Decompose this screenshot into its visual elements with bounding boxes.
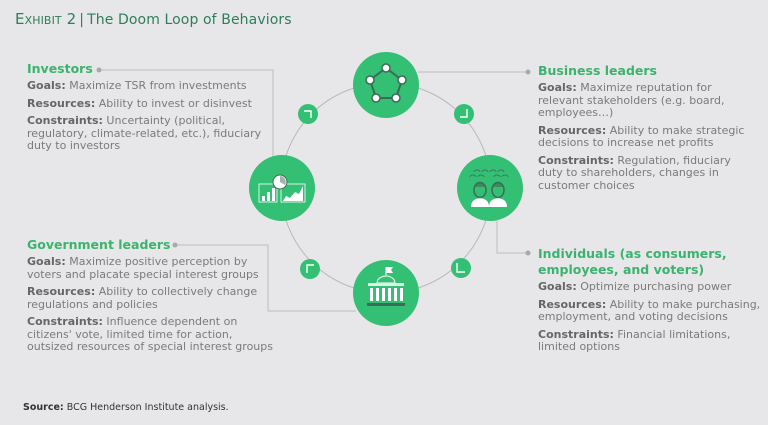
source-label: Source: <box>23 402 64 413</box>
actor-heading: Government leaders <box>27 237 171 252</box>
node-government <box>353 260 419 326</box>
node-individuals <box>457 155 523 221</box>
source-text: BCG Henderson Institute analysis. <box>63 402 229 413</box>
charts-dashboard-icon <box>258 174 306 203</box>
connector-dot-individuals <box>525 250 531 256</box>
exhibit-title-text: The Doom Loop of Behaviors <box>87 12 292 28</box>
actor-resources: Resources: Ability to make strategic dec… <box>538 123 745 149</box>
arrow-corner-icon <box>306 264 314 273</box>
network-pentagon-icon <box>365 63 407 103</box>
actor-constraints: Constraints: Financial limitations, limi… <box>538 327 731 353</box>
actor-government-leaders: Government leaders Goals: Maximize posit… <box>27 237 282 359</box>
actor-constraints: Constraints: Influence dependent on citi… <box>27 315 273 353</box>
connector-investors <box>99 69 274 158</box>
arrow-bottom-right <box>451 258 471 278</box>
actor-heading: Individuals (as consumers, employees, an… <box>538 246 727 277</box>
actor-goals: Goals: Maximize positive perception by v… <box>27 255 259 281</box>
arrow-bottom-left <box>300 259 320 279</box>
arrow-top-left <box>298 104 318 124</box>
actor-resources: Resources: Ability to collectively chang… <box>27 285 258 311</box>
title-separator: | <box>79 12 85 28</box>
arrow-top-right <box>454 104 474 124</box>
connector-dot-business <box>525 69 531 75</box>
capitol-building-icon <box>367 267 405 306</box>
node-business <box>353 52 419 118</box>
actor-business-leaders: Business leaders Goals: Maximize reputat… <box>538 63 753 197</box>
actor-resources: Resources: Ability to invest or disinves… <box>27 96 252 110</box>
actor-investors: Investors Goals: Maximize TSR from inves… <box>27 61 277 158</box>
actor-constraints: Constraints: Regulation, fiduciary duty … <box>538 153 731 192</box>
exhibit-number: Exhibit 2 <box>15 10 77 28</box>
node-investors <box>249 155 315 221</box>
people-crowd-icon <box>469 169 509 207</box>
connector-dot-government <box>172 242 178 248</box>
connector-individuals <box>496 220 528 254</box>
arrow-corner-icon <box>304 110 312 118</box>
connectors <box>99 69 528 312</box>
actor-constraints: Constraints: Uncertainty (political, reg… <box>27 114 262 152</box>
source-note: Source: BCG Henderson Institute analysis… <box>23 402 229 413</box>
actor-goals: Goals: Maximize reputation for relevant … <box>538 81 725 119</box>
actor-goals: Goals: Maximize TSR from investments <box>27 79 247 92</box>
connector-government <box>175 244 356 312</box>
actor-goals: Goals: Optimize purchasing power <box>538 280 732 293</box>
actor-heading: Business leaders <box>538 63 657 78</box>
connector-dot-investors <box>96 67 102 73</box>
actor-individuals: Individuals (as consumers, employees, an… <box>538 246 763 359</box>
actor-heading: Investors <box>27 61 93 76</box>
actor-resources: Resources: Ability to make purchasing, e… <box>538 297 761 323</box>
arrow-corner-icon <box>456 263 465 273</box>
arrow-corner-icon <box>460 109 468 118</box>
exhibit-title: Exhibit 2|The Doom Loop of Behaviors <box>15 10 292 28</box>
